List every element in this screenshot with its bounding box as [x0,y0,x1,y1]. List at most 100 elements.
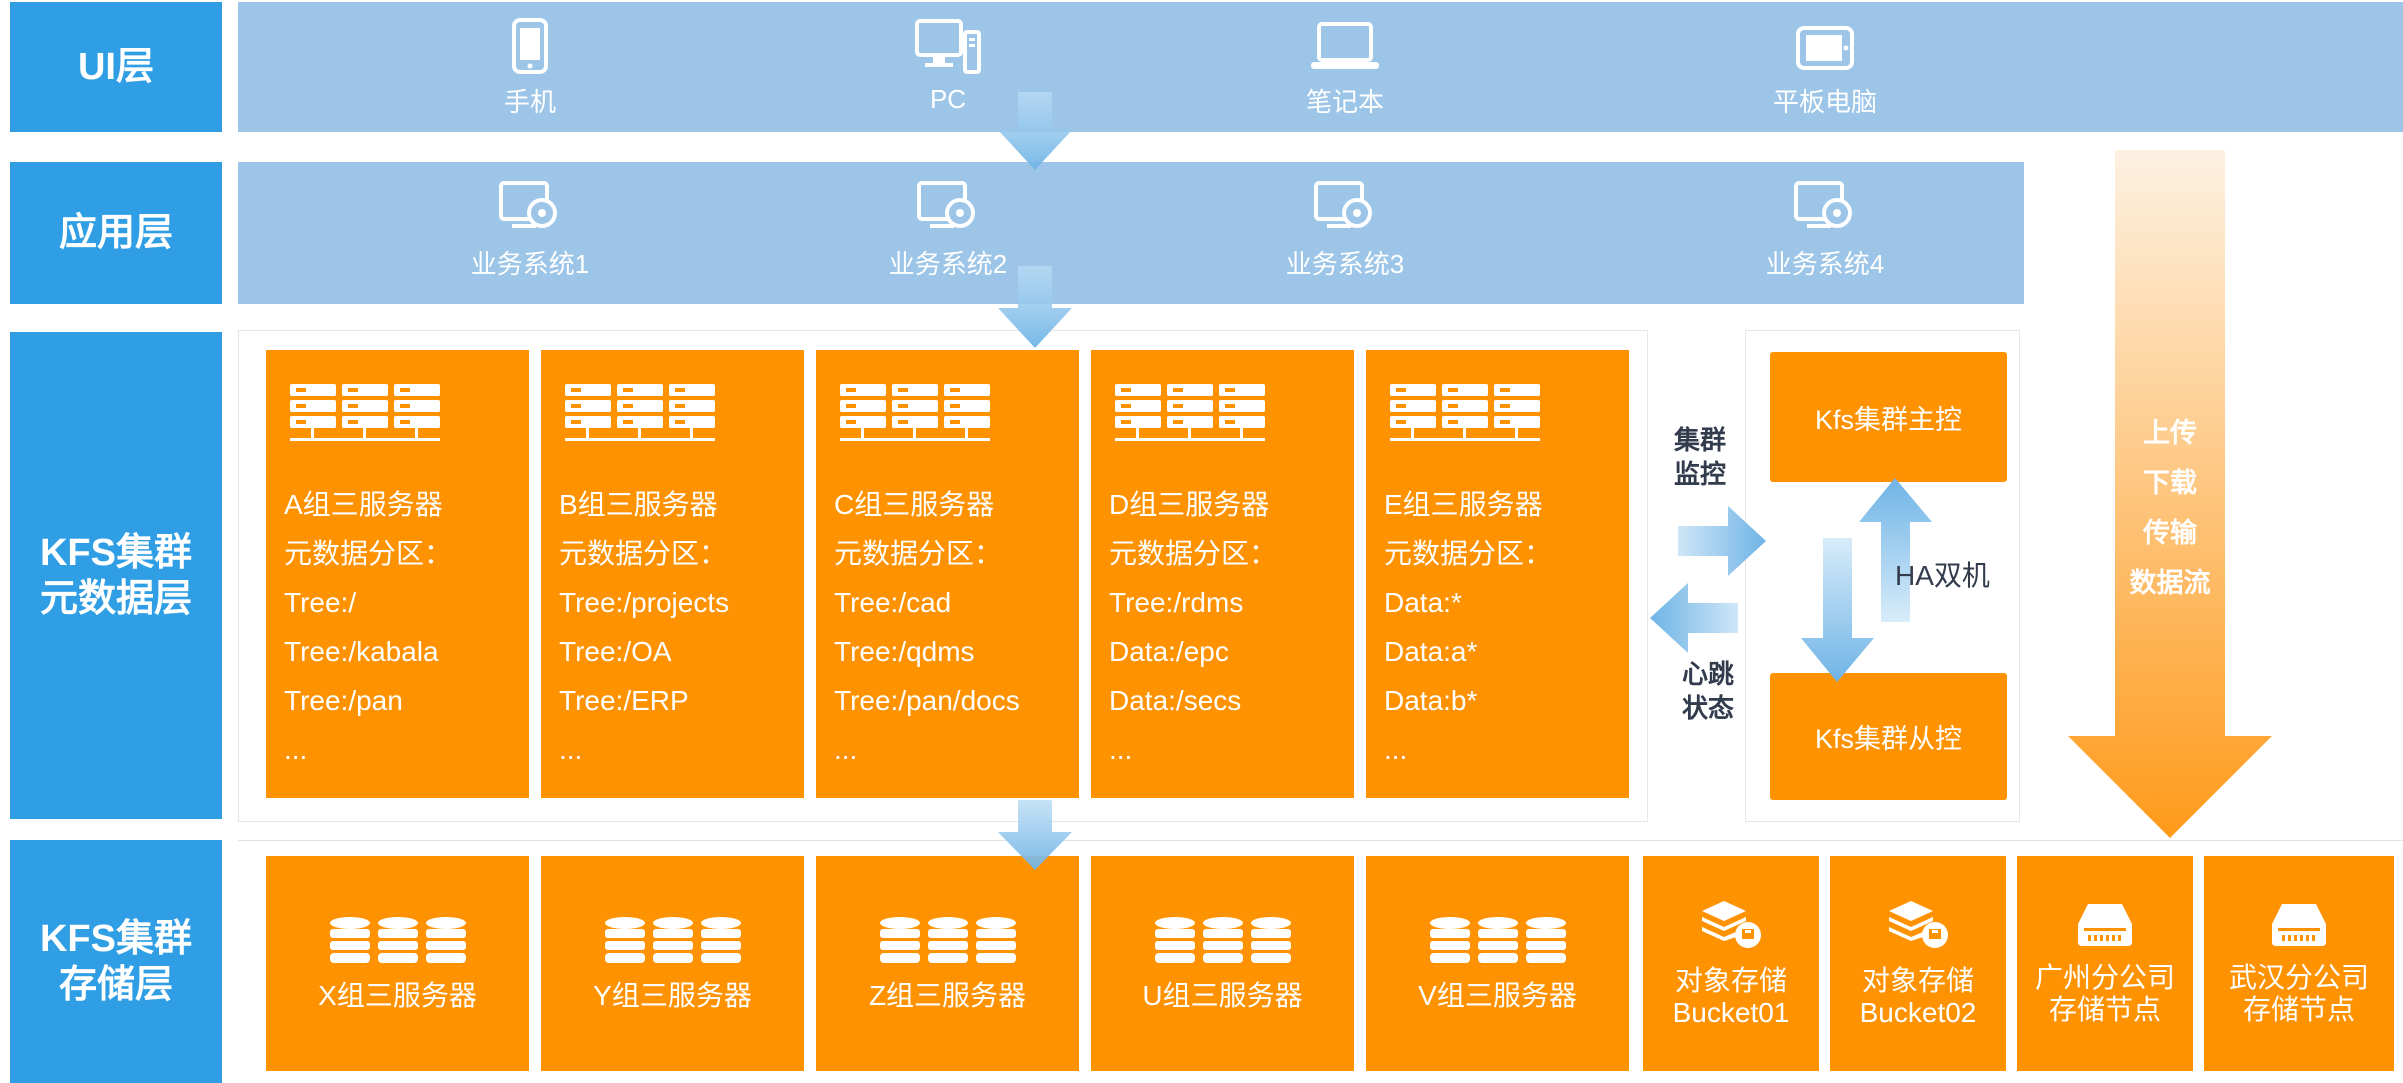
ha-arrow-up [1859,478,1932,622]
device-laptop-label: 笔记本 [1305,87,1384,117]
meta-server-d[interactable]: D组三服务器 元数据分区： Tree:/rdms Data:/epc Data:… [1091,350,1354,798]
meta-partition-line: Tree:/pan/docs [834,685,1020,716]
app-system-2-label: 业务系统2 [888,249,1008,279]
storage-node-u[interactable]: U组三服务器 [1091,856,1354,1071]
database-stack-icon [329,916,466,963]
meta-partition-line: Tree:/qdms [834,636,975,667]
storage-divider [238,840,2403,841]
meta-partition-line: ... [559,734,583,765]
cluster-master-controller[interactable]: Kfs集群主控 [1770,352,2007,482]
database-stack-icon [1429,916,1566,963]
phone-icon [512,18,548,74]
meta-server-c[interactable]: C组三服务器 元数据分区： Tree:/cad Tree:/qdms Tree:… [816,350,1079,798]
meta-server-subtitle: 元数据分区： [1109,538,1278,569]
storage-node-label: 武汉分公司 存储节点 [2228,961,2369,1025]
server-rack-icon [290,384,440,441]
meta-server-title: C组三服务器 [834,489,995,520]
layer-label-meta: KFS集群 元数据层 [10,332,222,819]
cluster-slave-label: Kfs集群从控 [1814,724,1962,754]
monitor-arrow-right [1678,506,1766,576]
meta-server-b[interactable]: B组三服务器 元数据分区： Tree:/projects Tree:/OA Tr… [541,350,804,798]
cluster-monitor-label: 集群 监控 [1673,425,1726,489]
layer-label-meta-text: KFS集群 元数据层 [39,531,192,620]
meta-partition-line: Data:b* [1384,685,1478,716]
system-settings-icon [499,181,557,228]
storage-node-label: Y组三服务器 [593,979,752,1011]
app-system-3-label: 业务系统3 [1285,249,1405,279]
meta-partition-line: Data:a* [1384,636,1478,667]
storage-node-label: V组三服务器 [1418,979,1577,1011]
meta-server-e[interactable]: E组三服务器 元数据分区： Data:* Data:a* Data:b* ... [1366,350,1629,798]
device-laptop[interactable]: 笔记本 [1285,18,1405,119]
storage-node-wuhan[interactable]: 武汉分公司 存储节点 [2204,856,2394,1071]
storage-node-label: 对象存储 Bucket02 [1859,964,1977,1028]
meta-partition-line: Tree:/rdms [1109,587,1244,618]
storage-node-bucket01[interactable]: 对象存储 Bucket01 [1643,856,1819,1071]
storage-node-bucket02[interactable]: 对象存储 Bucket02 [1830,856,2006,1071]
meta-partition-line: Tree:/ [284,587,357,618]
app-system-1[interactable]: 业务系统1 [440,180,620,281]
flow-arrow-app-to-meta [998,266,1072,348]
meta-partition-line: ... [834,734,858,765]
storage-node-guangzhou[interactable]: 广州分公司 存储节点 [2017,856,2193,1071]
layer-label-ui-text: UI层 [77,46,154,88]
storage-node-x[interactable]: X组三服务器 [266,856,529,1071]
server-rack-icon [565,384,715,441]
heartbeat-arrow-left [1650,583,1738,653]
server-rack-icon [1115,384,1265,441]
storage-node-z[interactable]: Z组三服务器 [816,856,1079,1071]
app-band [238,162,2024,304]
layer-label-ui: UI层 [10,2,222,132]
server-rack-icon [1390,384,1540,441]
layer-label-storage-text: KFS集群 存储层 [39,917,192,1006]
storage-node-label: 对象存储 Bucket01 [1672,964,1790,1028]
storage-node-label: 广州分公司 存储节点 [2034,961,2175,1025]
dataflow-label: 上传 下载 传输 数据流 [2129,418,2211,598]
cluster-master-label: Kfs集群主控 [1814,404,1962,435]
object-storage-icon [1889,900,1948,948]
meta-partition-line: Data:/secs [1109,685,1242,716]
meta-server-subtitle: 元数据分区： [559,538,728,569]
meta-partition-line: Tree:/cad [834,587,952,618]
flow-arrow-meta-to-storage [998,800,1072,870]
app-system-1-label: 业务系统1 [470,249,590,279]
meta-partition-line: Data:* [1384,587,1462,618]
system-settings-icon [917,181,975,228]
storage-node-label: Z组三服务器 [868,979,1027,1011]
tablet-icon [1796,26,1854,70]
device-phone-label: 手机 [503,87,556,117]
device-phone[interactable]: 手机 [470,18,590,119]
flow-arrow-ui-to-app [998,92,1072,170]
database-stack-icon [879,916,1016,963]
device-pc[interactable]: PC [888,18,1008,115]
desktop-pc-icon [915,19,981,74]
cluster-slave-controller[interactable]: Kfs集群从控 [1770,673,2007,800]
laptop-icon [1311,22,1379,69]
storage-drive-icon [2272,903,2326,946]
meta-server-a[interactable]: A组三服务器 元数据分区： Tree:/ Tree:/kabala Tree:/… [266,350,529,798]
storage-node-v[interactable]: V组三服务器 [1366,856,1629,1071]
meta-partition-line: Tree:/OA [559,636,672,667]
meta-partition-line: ... [1384,734,1408,765]
meta-partition-line: Data:/epc [1109,636,1229,667]
storage-node-y[interactable]: Y组三服务器 [541,856,804,1071]
server-rack-icon [840,384,990,441]
app-system-4[interactable]: 业务系统4 [1735,180,1915,281]
meta-server-subtitle: 元数据分区： [284,538,453,569]
device-pc-label: PC [929,84,967,114]
meta-server-subtitle: 元数据分区： [1384,538,1553,569]
app-system-3[interactable]: 业务系统3 [1255,180,1435,281]
meta-partition-line: Tree:/pan [284,685,403,716]
meta-partition-line: Tree:/kabala [284,636,439,667]
layer-label-app: 应用层 [10,162,222,304]
app-system-2[interactable]: 业务系统2 [858,180,1038,281]
meta-server-title: A组三服务器 [284,489,443,520]
device-tablet[interactable]: 平板电脑 [1755,18,1895,119]
ha-arrow-down [1801,538,1874,682]
layer-label-app-text: 应用层 [58,212,173,254]
system-settings-icon [1794,181,1852,228]
system-settings-icon [1314,181,1372,228]
dataflow-arrow [2068,150,2272,838]
meta-partition-line: Tree:/projects [559,587,730,618]
meta-server-title: D组三服务器 [1109,489,1270,520]
